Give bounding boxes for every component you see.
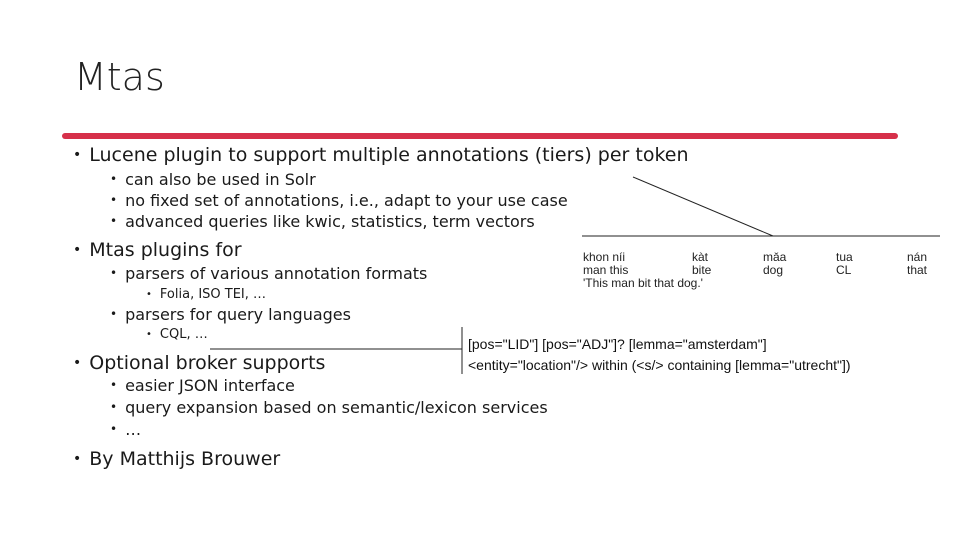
bullet-text: Optional broker supports [89, 352, 326, 374]
gloss-translation-word: CL [836, 263, 852, 277]
bullet-text: Mtas plugins for [89, 239, 242, 261]
bullet-icon: • [110, 400, 118, 414]
bullet-text: CQL, … [159, 327, 208, 342]
bullet-icon: • [146, 329, 152, 340]
bullet-icon: • [110, 307, 118, 321]
bullet-icon: • [110, 214, 118, 228]
bullet-icon: • [110, 422, 118, 436]
gloss-translation-word: bite [692, 263, 712, 277]
bullet-item: • query expansion based on semantic/lexic… [110, 398, 548, 417]
gloss-word: mǎa [763, 250, 787, 264]
gloss-translation-word: that [907, 263, 928, 277]
bullet-icon: • [110, 172, 118, 186]
bullet-text: parsers of various annotation formats [125, 264, 428, 283]
gloss-word: tua [836, 250, 853, 264]
bullet-icon: • [146, 289, 152, 300]
bullet-item: •… [110, 420, 141, 439]
bullet-text: By Matthijs Brouwer [89, 448, 281, 470]
bullet-icon: • [73, 355, 82, 371]
bullet-icon: • [73, 451, 82, 467]
bullet-icon: • [73, 242, 82, 258]
callout-line [632, 176, 774, 237]
bullet-item: • Optional broker supports [73, 352, 325, 374]
bullet-item: • parsers of various annotation formats [110, 264, 427, 283]
gloss-word: kàt [692, 250, 709, 264]
bullet-text: can also be used in Solr [125, 170, 316, 189]
query-line: <entity="location"/> within (<s/> contai… [468, 357, 851, 373]
bullet-icon: • [73, 147, 82, 163]
bullet-text: easier JSON interface [125, 376, 295, 395]
bullet-text: Folia, ISO TEI, … [159, 287, 267, 302]
bullet-item: • Mtas plugins for [73, 239, 242, 261]
bullet-text: query expansion based on semantic/lexico… [125, 398, 548, 417]
bullet-item: • advanced queries like kwic, statistics,… [110, 212, 535, 231]
bullet-item: • parsers for query languages [110, 305, 351, 324]
gloss-translation-word: dog [763, 263, 784, 277]
bullet-item: • Lucene plugin to support multiple annot… [73, 144, 689, 166]
bullet-text: advanced queries like kwic, statistics, … [125, 212, 535, 231]
title-underline [62, 133, 898, 139]
gloss-translation-word: man this [583, 263, 629, 277]
bullet-item: • By Matthijs Brouwer [73, 448, 280, 470]
bullet-icon: • [110, 266, 118, 280]
gloss-free-translation: 'This man bit that dog.' [583, 276, 703, 290]
bullet-item: • Folia, ISO TEI, … [146, 287, 266, 302]
bullet-item: • no fixed set of annotations, i.e., adap… [110, 191, 568, 210]
bullet-text: no fixed set of annotations, i.e., adapt… [125, 191, 568, 210]
bullet-text: … [125, 420, 142, 439]
gloss-word: khon níi [583, 250, 626, 264]
query-line: [pos="LID"] [pos="ADJ"]? [lemma="amsterd… [468, 336, 767, 352]
query-example: [pos="LID"] [pos="ADJ"]? [lemma="amsterd… [468, 334, 851, 376]
slide-title: Mtas [74, 55, 165, 99]
bullet-icon: • [110, 193, 118, 207]
bullet-text: parsers for query languages [125, 305, 351, 324]
gloss-word: nán [907, 250, 928, 264]
bullet-item: • can also be used in Solr [110, 170, 316, 189]
bullet-item: • CQL, … [146, 327, 208, 342]
bullet-icon: • [110, 378, 118, 392]
bullet-text: Lucene plugin to support multiple annota… [89, 144, 689, 166]
bullet-item: • easier JSON interface [110, 376, 295, 395]
